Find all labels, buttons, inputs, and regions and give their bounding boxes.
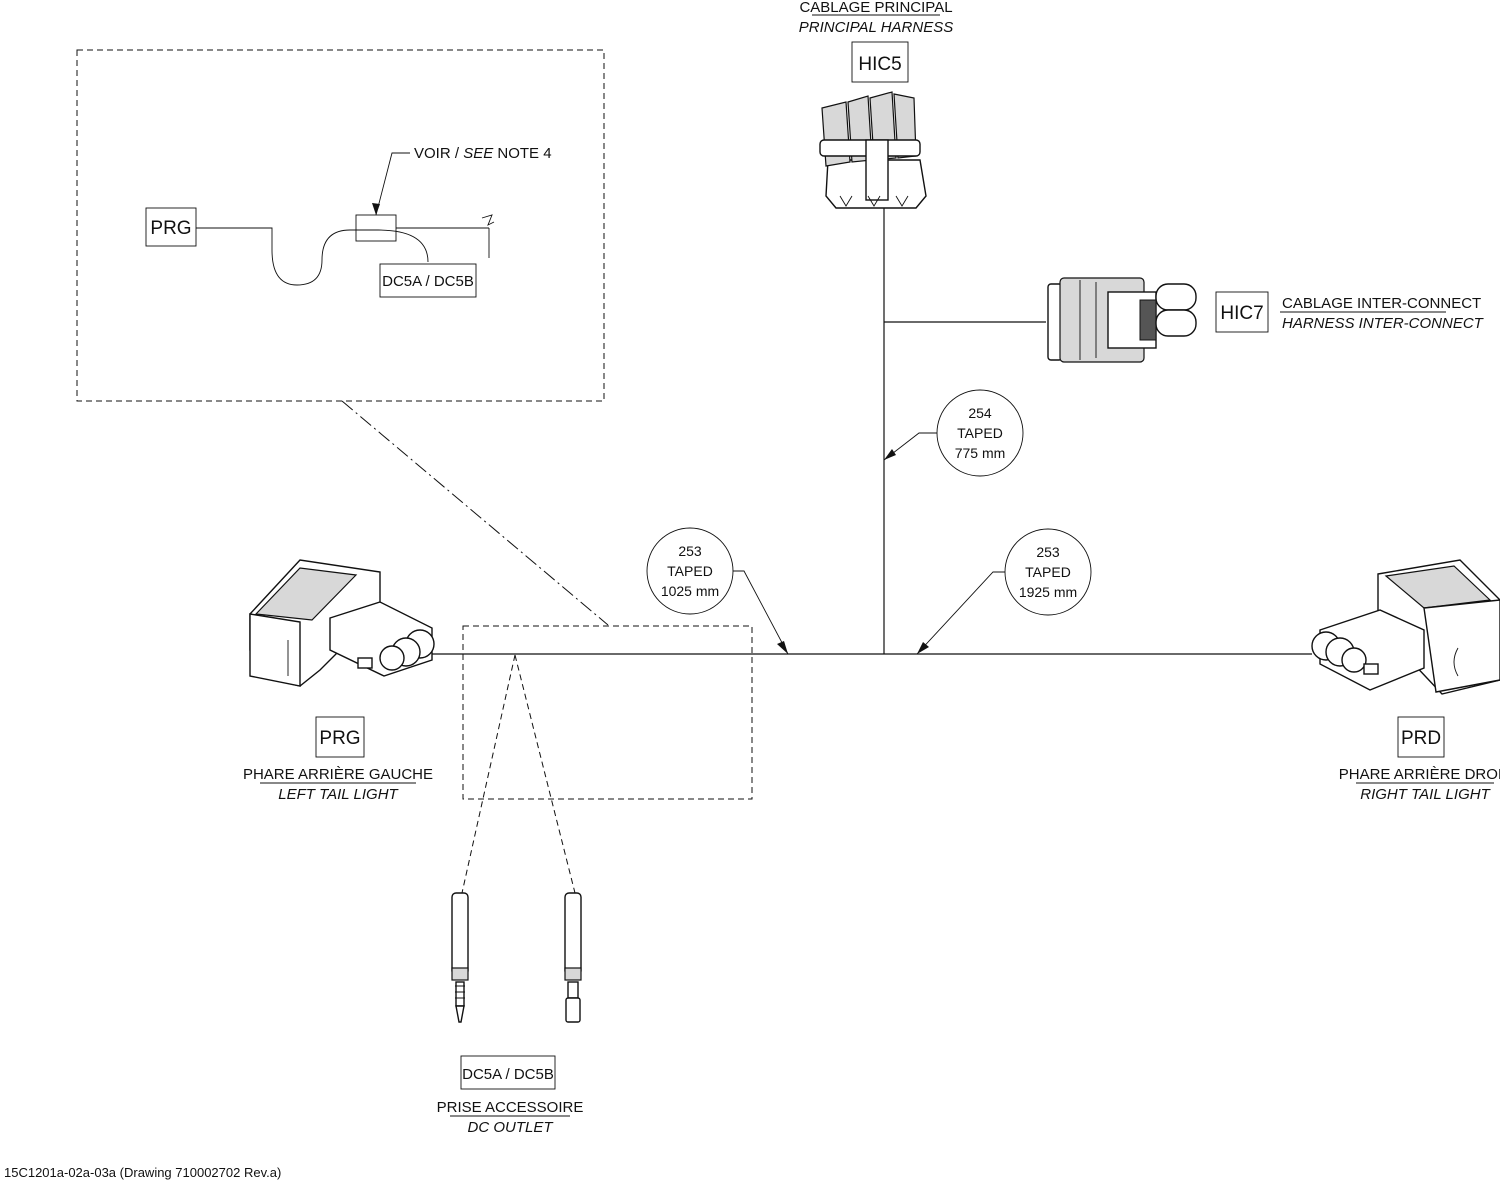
callout-1025-leader: [733, 570, 789, 655]
hic5-label-fr: CABLAGE PRINCIPAL: [799, 0, 952, 16]
callout-1025-wire: 253: [678, 543, 702, 559]
callout-1925-wire: 253: [1036, 544, 1060, 560]
callout-1025-type: TAPED: [667, 563, 713, 579]
callout-254-leader: [883, 432, 937, 461]
detail-prg-label: PRG: [150, 218, 191, 239]
detail-prg-box: [145, 207, 197, 247]
detail-wire-loop: [196, 227, 429, 286]
callout-1925-leader: [916, 571, 1005, 655]
prd-label-en: RIGHT TAIL LIGHT: [1360, 786, 1491, 803]
prg-label-fr: PHARE ARRIÈRE GAUCHE: [243, 766, 433, 783]
hic7-ref-label: HIC7: [1220, 303, 1263, 324]
hic7-label-en: HARNESS INTER-CONNECT: [1282, 315, 1485, 332]
main-wiring: [432, 208, 1312, 894]
detail-dc5-box: [379, 263, 477, 298]
dc-outlet-zone: [462, 625, 753, 800]
callout-1025-arrow: [777, 641, 788, 654]
hic7-label-fr: CABLAGE INTER-CONNECT: [1282, 295, 1481, 312]
prd-group: PRD PHARE ARRIÈRE DROIT RIGHT TAIL LIGHT: [1311, 559, 1500, 803]
callout-1925-type: TAPED: [1025, 564, 1071, 580]
callout-253-1025: 253 TAPED 1025 mm: [646, 527, 789, 655]
hic5-ref-box: [851, 41, 909, 83]
detail-leader-line: [341, 400, 609, 626]
right-tail-light-connector-icon: [1311, 559, 1500, 695]
dc-outlet-group: DC5A / DC5B PRISE ACCESSOIRE DC OUTLET: [437, 892, 584, 1136]
detail-splice-sleeve: [355, 214, 397, 242]
drawing-id: 15C1201a-02a-03a (Drawing 710002702 Rev.…: [4, 1165, 281, 1180]
hic7-ref-box: [1215, 291, 1269, 333]
note-text: VOIR / SEE NOTE 4: [414, 145, 552, 162]
hic5-label-en: PRINCIPAL HARNESS: [799, 19, 954, 36]
detail-wire-end: [481, 214, 495, 258]
dc5-label-fr: PRISE ACCESSOIRE: [437, 1099, 584, 1116]
callout-254-wire: 254: [968, 405, 992, 421]
hic7-connector-icon: [1047, 277, 1197, 363]
hic5-connector-icon: [819, 91, 927, 209]
callout-1025-length: 1025 mm: [661, 583, 719, 599]
hic5-ref-label: HIC5: [858, 54, 901, 75]
prd-ref-label: PRD: [1401, 728, 1441, 749]
prd-ref-box: [1397, 716, 1445, 758]
prd-label-fr: PHARE ARRIÈRE DROIT: [1339, 766, 1500, 783]
callout-254-type: TAPED: [957, 425, 1003, 441]
prg-label-en: LEFT TAIL LIGHT: [278, 786, 399, 803]
callout-1925-length: 1925 mm: [1019, 584, 1077, 600]
dc-lead-b: [514, 654, 576, 894]
callout-254: 254 TAPED 775 mm: [883, 389, 1024, 477]
detail-inset: PRG VOIR / SEE NOTE 4 DC5A / DC5B: [76, 49, 609, 626]
prg-group: PRG PHARE ARRIÈRE GAUCHE LEFT TAIL LIGHT: [243, 559, 435, 803]
dc-terminal-a-icon: [451, 892, 469, 1023]
callout-254-length: 775 mm: [955, 445, 1006, 461]
dc5-ref-box: [460, 1055, 556, 1090]
dc-lead-a: [461, 654, 516, 894]
hic5-group: CABLAGE PRINCIPAL PRINCIPAL HARNESS HIC5: [799, 0, 954, 209]
callout-254-arrow: [884, 449, 896, 460]
dc-terminal-b-icon: [564, 892, 582, 1023]
prg-ref-box: [315, 716, 365, 758]
hic7-group: HIC7 CABLAGE INTER-CONNECT HARNESS INTER…: [1047, 277, 1485, 363]
callout-1925-arrow: [917, 642, 929, 654]
prg-ref-label: PRG: [319, 728, 360, 749]
note-leader: [375, 152, 410, 216]
note-arrow: [372, 203, 380, 215]
detail-inset-frame: [76, 49, 605, 402]
dc5-ref-label: DC5A / DC5B: [462, 1066, 554, 1083]
left-tail-light-connector-icon: [249, 559, 435, 687]
callout-253-1925: 253 TAPED 1925 mm: [916, 528, 1092, 655]
detail-dc5-label: DC5A / DC5B: [382, 273, 474, 290]
dc5-label-en: DC OUTLET: [467, 1119, 554, 1136]
